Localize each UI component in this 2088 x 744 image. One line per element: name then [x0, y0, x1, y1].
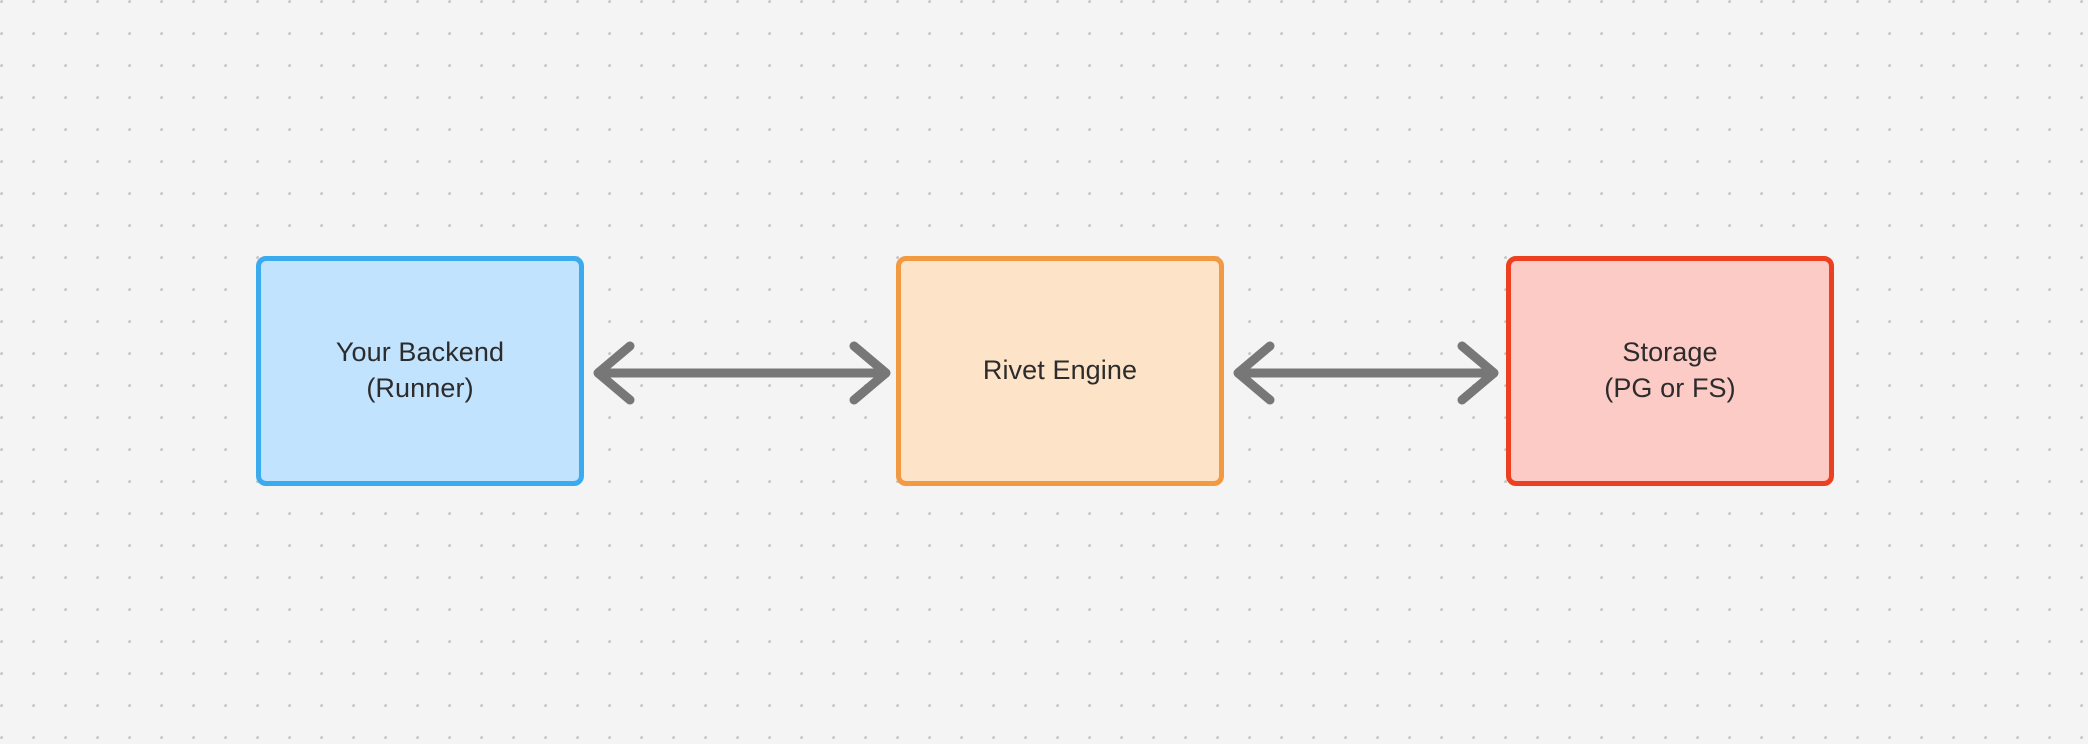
node-storage-label-line1: Storage [1622, 337, 1718, 368]
bidirectional-arrow-icon [593, 341, 891, 405]
diagram-edge-engine-storage[interactable] [1232, 338, 1500, 408]
diagram-edge-backend-engine[interactable] [592, 338, 892, 408]
node-backend-label-line1: Your Backend [335, 337, 505, 368]
node-backend-label-line2: (Runner) [366, 373, 474, 403]
diagram-node-engine[interactable]: Rivet Engine [896, 256, 1224, 486]
diagram-node-storage[interactable]: Storage (PG or FS) [1506, 256, 1834, 486]
node-storage-label-line2: (PG or FS) [1604, 373, 1736, 403]
diagram-node-backend[interactable]: Your Backend (Runner) [256, 256, 584, 486]
bidirectional-arrow-icon [1233, 341, 1499, 405]
node-engine-label-line1: Rivet Engine [982, 355, 1138, 386]
